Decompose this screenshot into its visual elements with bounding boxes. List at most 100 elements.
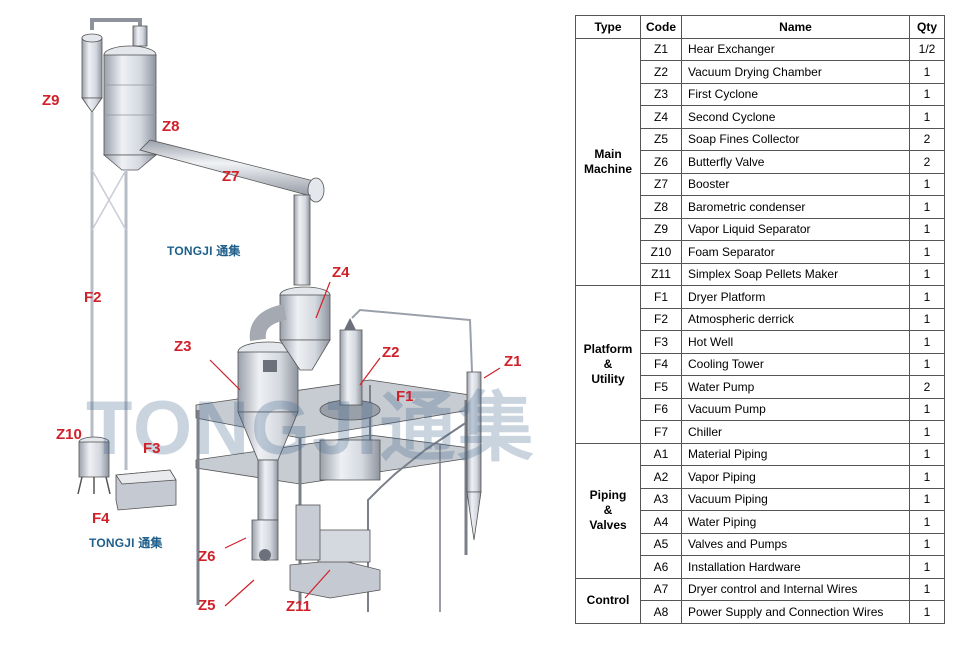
qty-cell: 1: [909, 465, 945, 489]
code-cell: F7: [640, 420, 682, 444]
callout-f1: F1: [396, 388, 414, 405]
name-cell: Hear Exchanger: [681, 37, 910, 61]
qty-cell: 2: [909, 150, 945, 174]
code-cell: Z2: [640, 60, 682, 84]
qty-cell: 1: [909, 420, 945, 444]
qty-cell: 1: [909, 352, 945, 376]
name-cell: Power Supply and Connection Wires: [681, 600, 910, 624]
qty-cell: 1: [909, 82, 945, 106]
name-cell: Chiller: [681, 420, 910, 444]
name-cell: Booster: [681, 172, 910, 196]
qty-cell: 1/2: [909, 37, 945, 61]
code-cell: F4: [640, 352, 682, 376]
name-cell: Dryer Platform: [681, 285, 910, 309]
header-qty: Qty: [909, 15, 945, 39]
name-cell: Second Cyclone: [681, 105, 910, 129]
callout-z8: Z8: [162, 118, 180, 135]
type-label: Platform & Utility: [583, 341, 633, 386]
code-cell: A4: [640, 510, 682, 534]
type-cell: Piping & Valves: [575, 442, 641, 579]
code-cell: Z10: [640, 240, 682, 264]
code-cell: Z6: [640, 150, 682, 174]
code-cell: F2: [640, 307, 682, 331]
code-cell: Z5: [640, 127, 682, 151]
qty-cell: 1: [909, 217, 945, 241]
qty-cell: 1: [909, 307, 945, 331]
code-cell: F6: [640, 397, 682, 421]
qty-cell: 1: [909, 510, 945, 534]
barometric-condenser: [102, 25, 158, 171]
name-cell: Cooling Tower: [681, 352, 910, 376]
type-cell: Control: [575, 577, 641, 624]
foam-separator: [77, 436, 111, 495]
booster: [139, 139, 325, 286]
name-cell: Foam Separator: [681, 240, 910, 264]
type-label: Piping & Valves: [589, 488, 627, 532]
callout-z1: Z1: [504, 353, 522, 370]
hot-well: [115, 469, 177, 511]
code-cell: A7: [640, 577, 682, 601]
name-cell: Dryer control and Internal Wires: [681, 577, 910, 601]
code-cell: Z4: [640, 105, 682, 129]
table-header-row: Type Code Name Qty: [575, 15, 945, 39]
code-cell: A3: [640, 487, 682, 511]
type-cell: Main Machine: [575, 37, 641, 286]
code-cell: F1: [640, 285, 682, 309]
type-label: Main Machine: [583, 146, 632, 176]
name-cell: Material Piping: [681, 442, 910, 466]
name-cell: Water Pump: [681, 375, 910, 399]
code-cell: A1: [640, 442, 682, 466]
name-cell: Simplex Soap Pellets Maker: [681, 262, 910, 286]
qty-cell: 1: [909, 60, 945, 84]
type-label: Control: [586, 593, 630, 607]
code-cell: A8: [640, 600, 682, 624]
header-type: Type: [575, 15, 641, 39]
code-cell: A6: [640, 555, 682, 579]
qty-cell: 1: [909, 172, 945, 196]
qty-cell: 1: [909, 195, 945, 219]
qty-cell: 1: [909, 555, 945, 579]
watermark: TONGJI通集: [86, 386, 536, 471]
header-name: Name: [681, 15, 910, 39]
code-cell: Z7: [640, 172, 682, 196]
qty-cell: 1: [909, 600, 945, 624]
name-cell: Valves and Pumps: [681, 532, 910, 556]
name-cell: Vacuum Pump: [681, 397, 910, 421]
name-cell: Hot Well: [681, 330, 910, 354]
name-cell: Vapor Liquid Separator: [681, 217, 910, 241]
callout-arrows: [209, 281, 501, 607]
callout-z6: Z6: [198, 548, 216, 565]
code-cell: Z9: [640, 217, 682, 241]
qty-cell: 1: [909, 532, 945, 556]
header-code: Code: [640, 15, 682, 39]
qty-cell: 1: [909, 240, 945, 264]
second-cyclone: [249, 286, 331, 371]
code-cell: F5: [640, 375, 682, 399]
soap-pellets-maker: [289, 504, 381, 599]
qty-cell: 2: [909, 375, 945, 399]
qty-cell: 1: [909, 442, 945, 466]
soap-fines-collector: [251, 519, 279, 561]
name-cell: Vacuum Piping: [681, 487, 910, 511]
name-cell: First Cyclone: [681, 82, 910, 106]
qty-cell: 1: [909, 105, 945, 129]
name-cell: Vacuum Drying Chamber: [681, 60, 910, 84]
callout-z5: Z5: [198, 597, 216, 614]
brand-logo-top: TONGJI 通集: [167, 244, 241, 258]
name-cell: Installation Hardware: [681, 555, 910, 579]
vacuum-drying-chamber: [319, 318, 381, 481]
callout-z4: Z4: [332, 264, 350, 281]
